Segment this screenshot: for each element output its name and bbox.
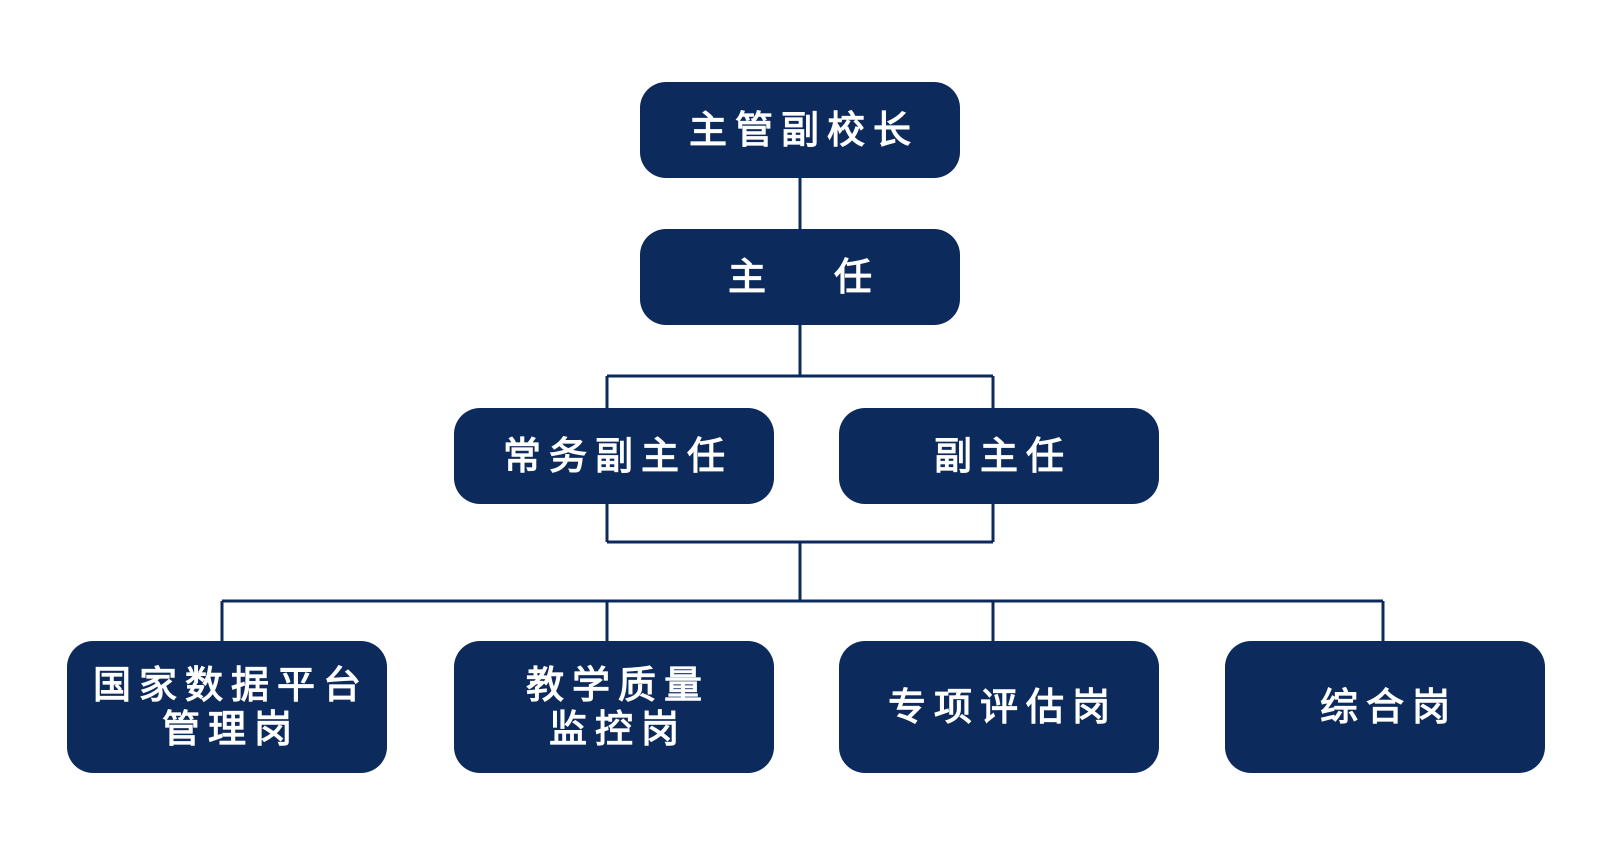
node-post-data-platform-line-2: 管理岗 xyxy=(161,706,300,751)
node-vice-principal-label: 主管副校长 xyxy=(688,107,919,152)
node-vice-principal: 主管副校长 xyxy=(640,82,960,178)
node-deputy-director-label: 副主任 xyxy=(933,433,1072,478)
node-executive-deputy-director-label: 常务副主任 xyxy=(502,433,733,478)
node-post-special-evaluation-label: 专项评估岗 xyxy=(887,684,1118,729)
node-deputy-director: 副主任 xyxy=(839,408,1159,504)
node-post-general: 综合岗 xyxy=(1225,641,1545,773)
node-director: 主任 xyxy=(640,229,960,325)
node-executive-deputy-director: 常务副主任 xyxy=(454,408,774,504)
node-post-quality-monitoring: 教学质量 监控岗 xyxy=(454,641,774,773)
node-post-special-evaluation: 专项评估岗 xyxy=(839,641,1159,773)
node-post-general-label: 综合岗 xyxy=(1319,684,1458,729)
node-post-data-platform-line-1: 国家数据平台 xyxy=(92,662,369,707)
node-post-quality-monitoring-line-1: 教学质量 xyxy=(525,662,710,707)
node-director-label: 主任 xyxy=(727,254,940,299)
node-post-quality-monitoring-line-2: 监控岗 xyxy=(548,706,687,751)
node-post-data-platform: 国家数据平台 管理岗 xyxy=(67,641,387,773)
